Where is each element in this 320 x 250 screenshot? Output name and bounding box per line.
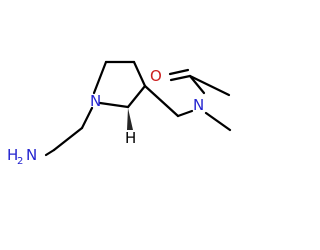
stereo-hydrogen-label: H	[125, 129, 136, 147]
stereo-hash-wedge	[127, 108, 133, 130]
bond-n1-ch2a	[80, 106, 94, 130]
amine-h-label: H	[7, 146, 18, 164]
amide-nitrogen-label: N	[193, 96, 204, 114]
carbonyl-oxygen-label: O	[150, 67, 162, 85]
molecule-canvas: N N O H 2 N H	[7, 60, 232, 167]
bond-carbonyl-o-2	[168, 68, 190, 76]
amine-n-label: N	[26, 146, 37, 164]
bond-n1-c5	[92, 60, 108, 95]
bond-c3-c2	[126, 84, 147, 109]
bond-ch2-namide	[176, 109, 194, 118]
bond-namide-methyl	[204, 111, 232, 132]
bond-c2-n1	[98, 101, 130, 109]
bond-namide-carbonyl	[188, 74, 206, 95]
side-chain-acetamide	[143, 68, 232, 132]
ring-nitrogen-label: N	[90, 92, 101, 110]
structure-diagram: N N O H 2 N H	[7, 60, 232, 167]
bond-c2-ch2	[143, 84, 180, 118]
bond-c4-c3	[132, 60, 147, 88]
side-chain-aminoethyl	[44, 106, 94, 157]
amine-subscript-label: 2	[17, 156, 23, 167]
bond-carbonyl-o-1	[169, 74, 192, 82]
bond-carbonyl-methyl	[188, 74, 231, 97]
pyrrolidine-ring	[92, 60, 147, 109]
bond-ch2b-nh2	[44, 148, 56, 157]
bond-ch2a-ch2b	[52, 126, 84, 152]
